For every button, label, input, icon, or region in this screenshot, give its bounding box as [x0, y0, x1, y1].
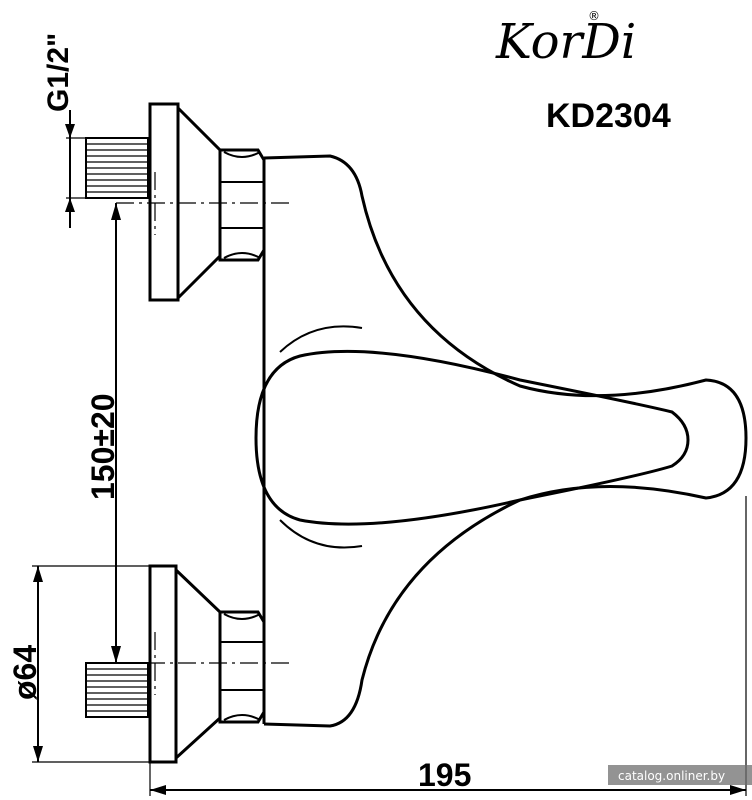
lever-handle — [254, 349, 690, 526]
width-dimension: 195 — [149, 496, 747, 796]
watermark-text: catalog.onliner.by — [618, 769, 725, 783]
bottom-hex-nut — [218, 610, 266, 724]
model-number: KD2304 — [546, 97, 671, 135]
bottom-thread-lines — [86, 668, 148, 712]
registered-mark: ® — [588, 9, 600, 23]
faucet-body — [254, 154, 748, 728]
bottom-thread-pipe — [85, 662, 149, 718]
top-connector — [85, 102, 266, 302]
bottom-connector — [85, 564, 266, 764]
width-label: 195 — [418, 757, 471, 793]
thread-label: G1/2" — [42, 33, 75, 112]
height-label: 150±20 — [85, 393, 121, 500]
top-flange — [148, 102, 180, 302]
top-hex-nut — [218, 148, 266, 262]
bottom-flange — [148, 564, 178, 764]
height-dimension: 150±20 — [85, 203, 121, 663]
top-thread-lines — [86, 143, 148, 193]
brand-logo: KorDi — [495, 14, 636, 70]
thread-dimension: G1/2" — [42, 33, 86, 228]
bottom-cone — [174, 568, 222, 760]
diameter-label: ø64 — [7, 645, 43, 700]
watermark: catalog.onliner.by — [608, 765, 752, 785]
diameter-dimension: ø64 — [7, 565, 150, 763]
